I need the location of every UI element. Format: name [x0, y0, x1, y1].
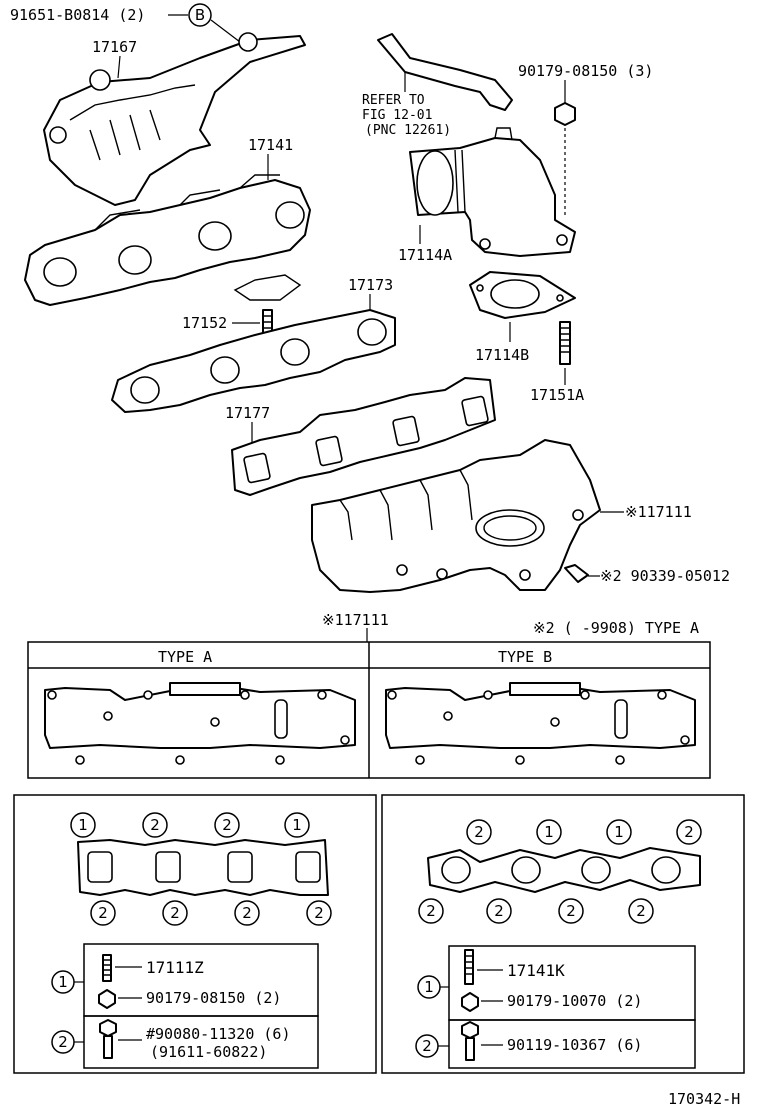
legend-left-part4: (91611-60822) — [150, 1043, 267, 1061]
svg-text:1: 1 — [78, 816, 88, 834]
type-b-manifold-drawing — [385, 682, 696, 765]
svg-text:2: 2 — [474, 823, 484, 841]
svg-text:2: 2 — [242, 904, 252, 922]
exhaust-manifold-part — [24, 174, 311, 306]
svg-text:2: 2 — [566, 902, 576, 920]
label-stud-a: 17151A — [530, 386, 584, 404]
type-section-header: ※117111 — [322, 611, 389, 629]
stud-icon — [102, 954, 112, 982]
svg-text:2: 2 — [98, 904, 108, 922]
stud-icon — [464, 949, 474, 985]
legend-left-row1-num: 1 — [58, 973, 68, 991]
svg-text:1: 1 — [614, 823, 624, 841]
stud-a-part — [559, 321, 571, 365]
legend-right-gasket — [427, 847, 701, 893]
svg-text:1: 1 — [544, 823, 554, 841]
legend-left-row2-num: 2 — [58, 1033, 68, 1051]
elbow-gasket-part — [469, 271, 576, 319]
label-elbow-gasket: 17114B — [475, 346, 529, 364]
intake-gasket-part — [231, 377, 496, 496]
legend-right-part1: 17141K — [507, 961, 565, 980]
label-intake-manifold: ※117111 — [625, 503, 692, 521]
label-refer-3: (PNC 12261) — [365, 123, 451, 138]
svg-text:2: 2 — [314, 904, 324, 922]
svg-text:2: 2 — [426, 902, 436, 920]
label-nut-top: 90179-08150 (3) — [518, 62, 653, 80]
nut-icon — [98, 989, 116, 1009]
legend-right-circles-top: 2 1 1 2 — [466, 819, 702, 845]
legend-right-row2 — [448, 1019, 696, 1069]
bolt-icon — [461, 1021, 479, 1061]
legend-left-part3: #90080-11320 (6) — [146, 1025, 291, 1043]
nut-part — [554, 102, 576, 215]
nut-icon — [461, 992, 479, 1012]
heat-insulator-part — [43, 32, 306, 206]
legend-left-circles-top: 1 2 2 1 — [70, 812, 310, 838]
legend-left-circles-bottom: 2 2 2 2 — [90, 900, 332, 926]
legend-right-circles-bottom: 2 2 2 2 — [418, 898, 654, 924]
svg-text:2: 2 — [222, 816, 232, 834]
label-plug: ※2 90339-05012 — [600, 567, 730, 585]
footer-code: 170342-H — [668, 1090, 740, 1108]
label-in-gasket: 17177 — [225, 404, 270, 422]
label-refer-2: FIG 12-01 — [362, 108, 432, 123]
label-ex-gasket: 17173 — [348, 276, 393, 294]
legend-left-part2: 90179-08150 (2) — [146, 989, 281, 1007]
plug-part — [564, 564, 589, 583]
type-b-header: TYPE B — [498, 648, 552, 666]
water-elbow-part — [409, 127, 576, 257]
label-stud: 17152 — [182, 314, 227, 332]
svg-text:2: 2 — [494, 902, 504, 920]
label-refer-1: REFER TO — [362, 93, 425, 108]
hose-part — [377, 33, 513, 111]
legend-right-row2-num: 2 — [422, 1037, 432, 1055]
label-ref-b: B — [195, 6, 205, 24]
exhaust-gasket-part — [111, 309, 396, 413]
bolt-icon — [99, 1019, 117, 1059]
label-elbow: 17114A — [398, 246, 452, 264]
legend-right-part2: 90179-10070 (2) — [507, 992, 642, 1010]
svg-text:2: 2 — [684, 823, 694, 841]
intake-manifold-part — [311, 439, 601, 593]
svg-text:2: 2 — [170, 904, 180, 922]
label-heat-insulator: 17167 — [92, 38, 137, 56]
legend-left-gasket — [77, 839, 329, 896]
legend-left-box — [13, 794, 377, 1074]
svg-text:2: 2 — [636, 902, 646, 920]
legend-right-box — [381, 794, 745, 1074]
type-a-header: TYPE A — [158, 648, 212, 666]
legend-right-part3: 90119-10367 (6) — [507, 1036, 642, 1054]
label-top-bolt: 91651-B0814 (2) — [10, 6, 145, 24]
type-a-manifold-drawing — [44, 682, 356, 765]
legend-right-row1-num: 1 — [424, 978, 434, 996]
legend-left-part1: 17111Z — [146, 958, 204, 977]
svg-text:1: 1 — [292, 816, 302, 834]
type-section-note: ※2 ( -9908) TYPE A — [533, 619, 699, 637]
label-exhaust-manifold: 17141 — [248, 136, 293, 154]
ref-circle-b — [188, 3, 212, 27]
svg-text:2: 2 — [150, 816, 160, 834]
